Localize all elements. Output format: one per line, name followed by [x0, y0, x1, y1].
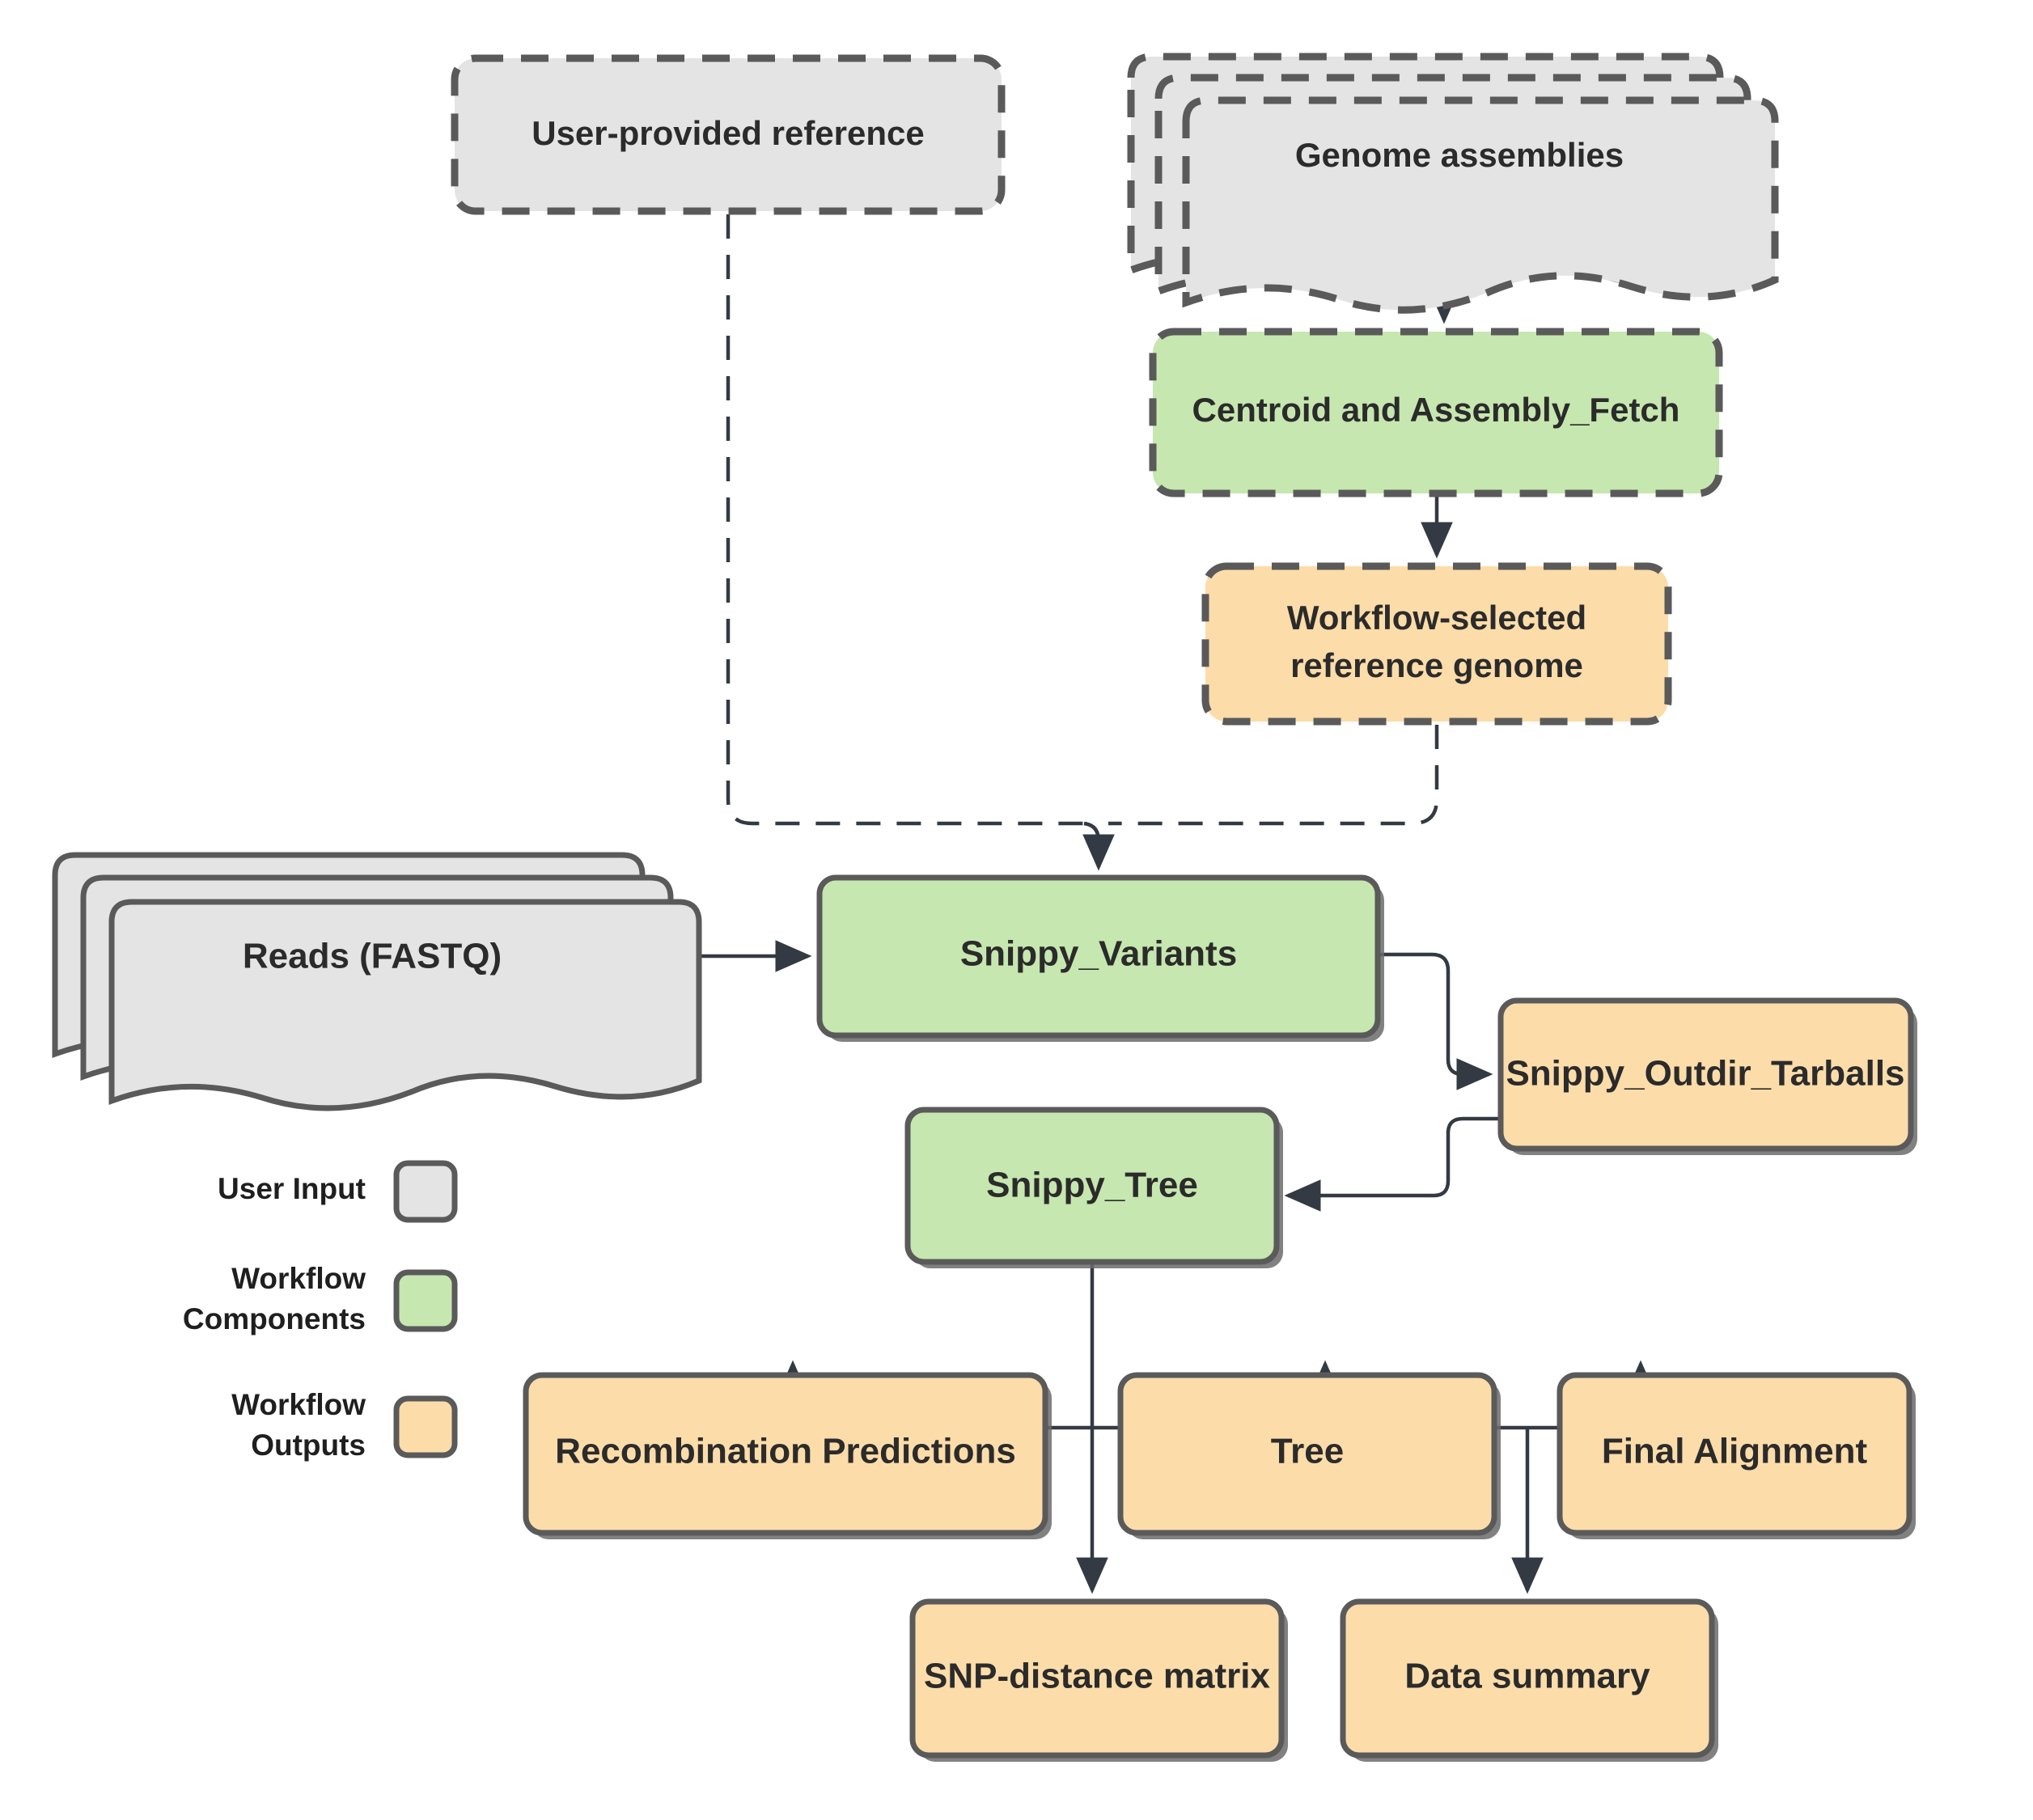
node-snp-distance-matrix[interactable]: SNP-distance matrix — [909, 1598, 1288, 1762]
snippy-outdir-tarballs-shape[interactable] — [1497, 997, 1914, 1152]
user-provided-reference-label: User-provided reference — [532, 114, 925, 152]
snp-distance-matrix-label: SNP-distance matrix — [924, 1657, 1270, 1696]
legend-workflow-outputs-swatch — [393, 1395, 458, 1458]
data-summary-shape[interactable] — [1340, 1598, 1715, 1759]
node-centroid-and-assembly-fetch[interactable]: Centroid and Assembly_Fetch — [1149, 328, 1723, 497]
snippy-tree-label: Snippy_Tree — [986, 1166, 1198, 1205]
edge-tarballs-to-snippytree — [1284, 1116, 1501, 1212]
legend-workflow-components-swatch — [393, 1269, 458, 1332]
centroid-and-assembly-fetch-shape[interactable] — [1149, 328, 1723, 497]
legend-workflow-components-label-line2: Components — [183, 1302, 366, 1335]
node-tree[interactable]: Tree — [1117, 1372, 1501, 1539]
legend-user-input-swatch — [393, 1160, 458, 1223]
workflow-selected-reference-genome-label-line2: reference genome — [1290, 646, 1583, 684]
legend: User Input Workflow Components Workflow … — [183, 1160, 458, 1462]
node-final-alignment[interactable]: Final Alignment — [1557, 1372, 1916, 1539]
legend-item-user-input: User Input — [218, 1160, 458, 1223]
data-summary-label: Data summary — [1404, 1657, 1650, 1696]
snippy-outdir-tarballs-label: Snippy_Outdir_Tarballs — [1506, 1054, 1904, 1094]
node-snippy-variants[interactable]: Snippy_Variants — [816, 874, 1384, 1042]
centroid-and-assembly-fetch-label: Centroid and Assembly_Fetch — [1192, 391, 1680, 429]
node-data-summary[interactable]: Data summary — [1340, 1598, 1718, 1762]
recombination-predictions-label: Recombination Predictions — [555, 1432, 1016, 1471]
node-workflow-selected-reference-genome[interactable]: Workflow-selected reference genome — [1201, 562, 1672, 726]
snippy-variants-shape[interactable] — [816, 874, 1381, 1039]
genome-assemblies-label: Genome assemblies — [1295, 136, 1624, 174]
workflow-selected-reference-genome-label-line1: Workflow-selected — [1287, 599, 1586, 637]
legend-workflow-outputs-label-line2: Outputs — [251, 1428, 366, 1462]
edge-refgenome-to-variants — [1108, 725, 1439, 826]
node-recombination-predictions[interactable]: Recombination Predictions — [523, 1372, 1052, 1539]
legend-workflow-components-label-line1: Workflow — [231, 1262, 366, 1295]
legend-item-workflow-components: Workflow Components — [183, 1262, 458, 1335]
snp-distance-matrix-shape[interactable] — [909, 1598, 1285, 1759]
tree-label: Tree — [1271, 1432, 1345, 1471]
final-alignment-shape[interactable] — [1557, 1372, 1912, 1536]
edge-merge-to-snippy-variants — [1082, 821, 1115, 871]
legend-user-input-label: User Input — [218, 1172, 366, 1205]
user-provided-reference-shape[interactable] — [451, 54, 1006, 215]
tree-shape[interactable] — [1117, 1372, 1497, 1536]
node-genome-assemblies[interactable]: Genome assemblies — [1127, 53, 1779, 314]
reads-fastq-sheet-1[interactable] — [108, 899, 702, 1111]
snippy-variants-label: Snippy_Variants — [960, 934, 1237, 974]
edge-variants-to-tarballs — [1378, 952, 1493, 1090]
genome-assemblies-sheet-1[interactable] — [1182, 96, 1779, 314]
edge-userref-to-variants — [726, 214, 1084, 826]
legend-workflow-outputs-label-line1: Workflow — [231, 1388, 366, 1421]
node-reads-fastq[interactable]: Reads (FASTQ) — [52, 852, 702, 1111]
node-user-provided-reference[interactable]: User-provided reference — [451, 54, 1006, 215]
reads-fastq-label: Reads (FASTQ) — [243, 937, 502, 976]
node-snippy-tree[interactable]: Snippy_Tree — [904, 1107, 1283, 1268]
node-snippy-outdir-tarballs[interactable]: Snippy_Outdir_Tarballs — [1497, 997, 1917, 1155]
recombination-predictions-shape[interactable] — [523, 1372, 1048, 1536]
snippy-tree-shape[interactable] — [904, 1107, 1280, 1265]
legend-item-workflow-outputs: Workflow Outputs — [231, 1388, 458, 1462]
workflow-selected-reference-genome-shape[interactable] — [1201, 562, 1672, 726]
final-alignment-label: Final Alignment — [1602, 1432, 1868, 1471]
